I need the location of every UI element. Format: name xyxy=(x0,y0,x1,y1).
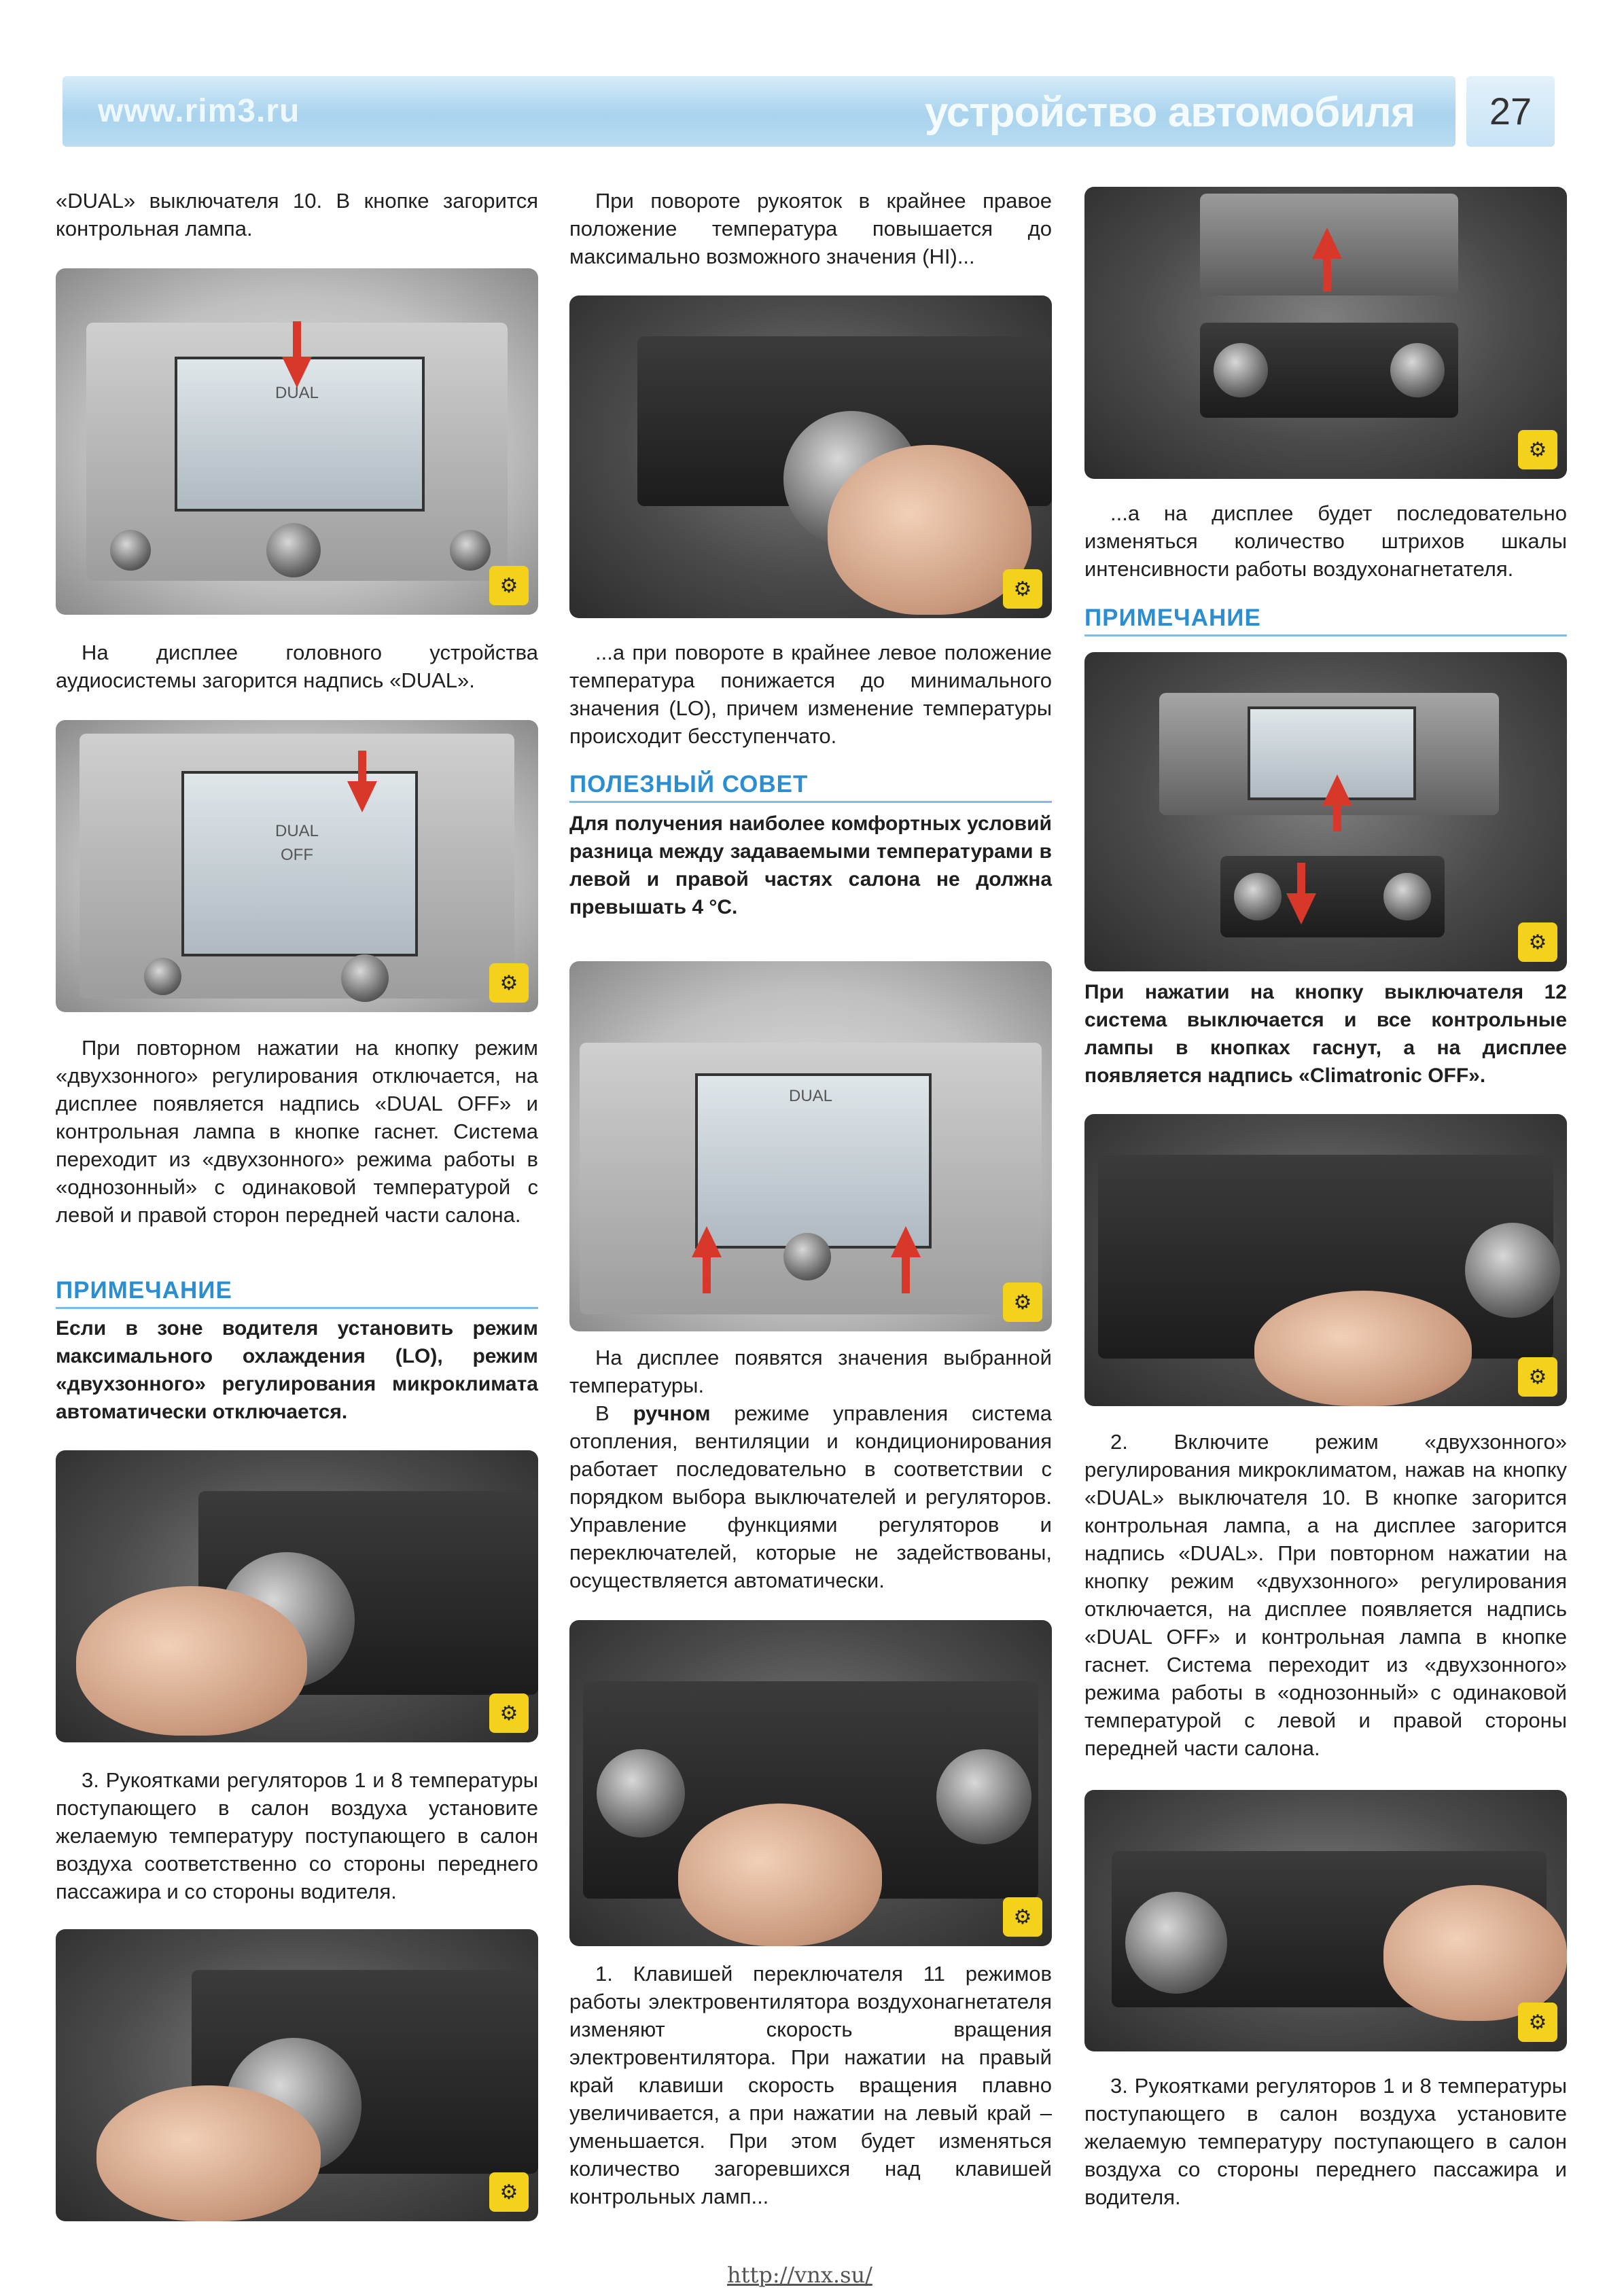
publisher-logo-icon: ⚙ xyxy=(489,1693,529,1733)
emphasis: ручном xyxy=(633,1401,711,1425)
paragraph: «DUAL» выключателя 10. В кнопке загоритс… xyxy=(56,189,538,240)
arrow-down-icon xyxy=(347,781,377,812)
arrow-down-icon xyxy=(1286,893,1316,925)
paragraph: При повторном нажатии на кнопку режим «д… xyxy=(56,1036,538,1227)
tip-heading: ПОЛЕЗНЫЙ СОВЕТ xyxy=(569,771,1052,803)
paragraph: 2. Включите режим «двухзонного» регулиро… xyxy=(1084,1430,1567,1760)
publisher-logo-icon: ⚙ xyxy=(1518,922,1557,962)
note-text: Если в зоне водителя установить режим ма… xyxy=(56,1317,538,1423)
publisher-logo-icon: ⚙ xyxy=(1518,430,1557,469)
publisher-logo-icon: ⚙ xyxy=(489,566,529,605)
arrow-up-icon xyxy=(1312,228,1342,259)
photo-climate-knob-driver: ⚙ xyxy=(56,1929,538,2221)
photo-temp-knob-turn: ⚙ xyxy=(569,295,1052,618)
paragraph: При повороте рукояток в крайнее правое п… xyxy=(569,189,1052,268)
screen-label-line2: OFF xyxy=(281,846,313,864)
arrow-down-icon xyxy=(282,357,312,388)
publisher-logo-icon: ⚙ xyxy=(1003,1282,1042,1322)
note-heading: ПРИМЕЧАНИЕ xyxy=(56,1277,538,1309)
photo-temp-knobs: ⚙ xyxy=(1084,1790,1567,2051)
publisher-logo-icon: ⚙ xyxy=(1518,2003,1557,2042)
paragraph-manual-mode: В ручном режиме управления система отопл… xyxy=(569,1401,1052,1592)
photo-fan-switch: ⚙ xyxy=(569,1620,1052,1946)
paragraph: 3. Рукоятками регуляторов 1 и 8 температ… xyxy=(1084,2074,1567,2209)
note-heading: ПРИМЕЧАНИЕ xyxy=(1084,605,1567,636)
screen-label-line1: DUAL xyxy=(275,822,319,840)
tip-text: Для получения наиболее комфортных услови… xyxy=(569,812,1052,918)
footer-url[interactable]: http://vnx.su/ xyxy=(727,2262,872,2288)
note-text: При нажатии на кнопку выключателя 12 сис… xyxy=(1084,981,1567,1087)
arrow-up-icon xyxy=(692,1226,722,1257)
site-url: www.rim3.ru xyxy=(98,93,300,129)
paragraph: ...а при повороте в крайнее левое положе… xyxy=(569,641,1052,748)
section-title: устройство автомобиля xyxy=(924,89,1415,136)
screen-label: DUAL xyxy=(788,1087,833,1105)
publisher-logo-icon: ⚙ xyxy=(489,2172,529,2212)
arrow-up-icon xyxy=(891,1226,921,1257)
publisher-logo-icon: ⚙ xyxy=(489,963,529,1003)
publisher-logo-icon: ⚙ xyxy=(1003,1897,1042,1937)
photo-dashboard-climatronic-off: ⚙ xyxy=(1084,652,1567,971)
paragraph: На дисплее появятся значения выбранной т… xyxy=(569,1346,1052,1397)
publisher-logo-icon: ⚙ xyxy=(1518,1357,1557,1397)
photo-audio-unit-dual-off: DUAL OFF ⚙ xyxy=(56,720,538,1012)
photo-audio-unit-temp: DUAL ⚙ xyxy=(569,961,1052,1331)
page-header: www.rim3.ru устройство автомобиля xyxy=(63,76,1455,147)
photo-climate-knob: ⚙ xyxy=(56,1450,538,1742)
publisher-logo-icon: ⚙ xyxy=(1003,569,1042,609)
page-number: 27 xyxy=(1466,76,1555,147)
photo-dual-button-press: ⚙ xyxy=(1084,1114,1567,1406)
arrow-up-icon xyxy=(1322,774,1352,806)
paragraph: ...а на дисплее будет последовательно из… xyxy=(1084,501,1567,581)
paragraph: 3. Рукоятками регуляторов 1 и 8 температ… xyxy=(56,1768,538,1903)
photo-dashboard-fan-display: ⚙ xyxy=(1084,187,1567,479)
paragraph: 1. Клавишей переключателя 11 режимов раб… xyxy=(569,1962,1052,2208)
paragraph: На дисплее головного устройства аудиосис… xyxy=(56,641,538,692)
photo-audio-unit-dual: DUAL ⚙ xyxy=(56,268,538,615)
